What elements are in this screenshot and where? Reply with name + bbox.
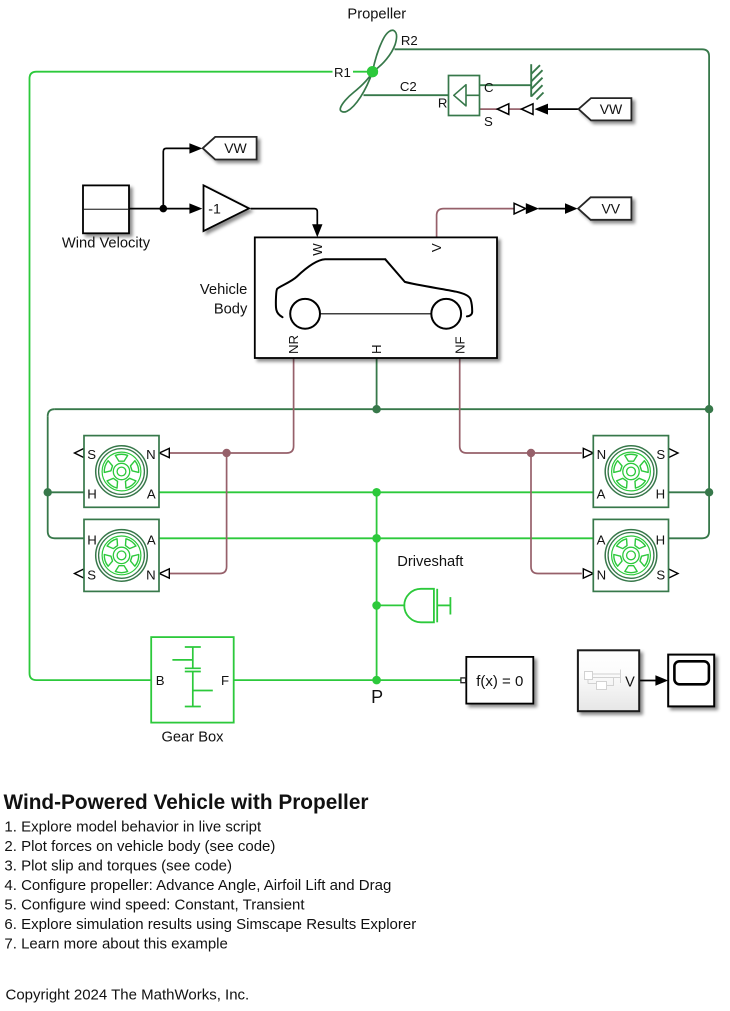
svg-text:Vehicle: Vehicle (200, 282, 247, 298)
svg-text:VW: VW (224, 140, 247, 156)
svg-text:N: N (597, 447, 607, 462)
svg-text:H: H (87, 486, 97, 501)
svg-text:6. Explore simulation results: 6. Explore simulation results using Sims… (4, 916, 416, 933)
svg-text:f(x) = 0: f(x) = 0 (476, 673, 523, 690)
svg-text:S: S (484, 114, 493, 129)
svg-text:P: P (371, 687, 383, 707)
svg-text:NR: NR (286, 335, 301, 354)
svg-text:H: H (656, 532, 666, 547)
svg-text:Propeller: Propeller (347, 7, 406, 23)
svg-text:C: C (484, 80, 494, 95)
svg-text:Body: Body (214, 301, 248, 317)
svg-text:S: S (87, 447, 96, 462)
svg-text:W: W (310, 243, 325, 256)
svg-text:R2: R2 (401, 33, 418, 48)
svg-text:4. Configure propeller: Advanc: 4. Configure propeller: Advance Angle, A… (4, 877, 391, 894)
svg-text:7. Learn more about this examp: 7. Learn more about this example (4, 936, 227, 953)
svg-text:N: N (597, 568, 607, 583)
svg-text:A: A (147, 532, 156, 547)
svg-text:Driveshaft: Driveshaft (397, 554, 463, 570)
svg-text:B: B (156, 673, 165, 688)
svg-text:VV: VV (601, 200, 620, 216)
svg-text:V: V (625, 674, 635, 690)
svg-text:H: H (87, 532, 97, 547)
svg-text:1. Explore model behavior in l: 1. Explore model behavior in live script (4, 818, 262, 835)
svg-text:2. Plot forces on vehicle body: 2. Plot forces on vehicle body (see code… (4, 838, 275, 855)
svg-text:A: A (597, 486, 606, 501)
svg-text:S: S (656, 568, 665, 583)
svg-text:VW: VW (600, 101, 623, 117)
svg-text:3. Plot slip and torques (see: 3. Plot slip and torques (see code) (4, 857, 232, 874)
svg-text:-1: -1 (208, 201, 221, 217)
svg-text:H: H (656, 486, 666, 501)
svg-text:S: S (87, 568, 96, 583)
svg-text:H: H (369, 344, 384, 354)
svg-text:C2: C2 (400, 79, 417, 94)
svg-text:N: N (146, 568, 156, 583)
svg-text:Wind Velocity: Wind Velocity (62, 236, 151, 252)
svg-text:5. Configure wind speed: Const: 5. Configure wind speed: Constant, Trans… (4, 897, 305, 914)
svg-text:Copyright 2024 The MathWorks,: Copyright 2024 The MathWorks, Inc. (6, 986, 250, 1003)
svg-text:F: F (221, 673, 229, 688)
svg-text:V: V (429, 243, 444, 252)
svg-text:A: A (597, 532, 606, 547)
svg-text:R1: R1 (334, 65, 351, 80)
svg-text:N: N (146, 447, 156, 462)
svg-text:A: A (147, 486, 156, 501)
svg-text:R: R (438, 96, 448, 111)
svg-text:S: S (656, 447, 665, 462)
svg-text:Wind-Powered Vehicle with Prop: Wind-Powered Vehicle with Propeller (4, 791, 369, 814)
svg-text:NF: NF (452, 336, 467, 354)
svg-text:Gear Box: Gear Box (161, 729, 224, 745)
